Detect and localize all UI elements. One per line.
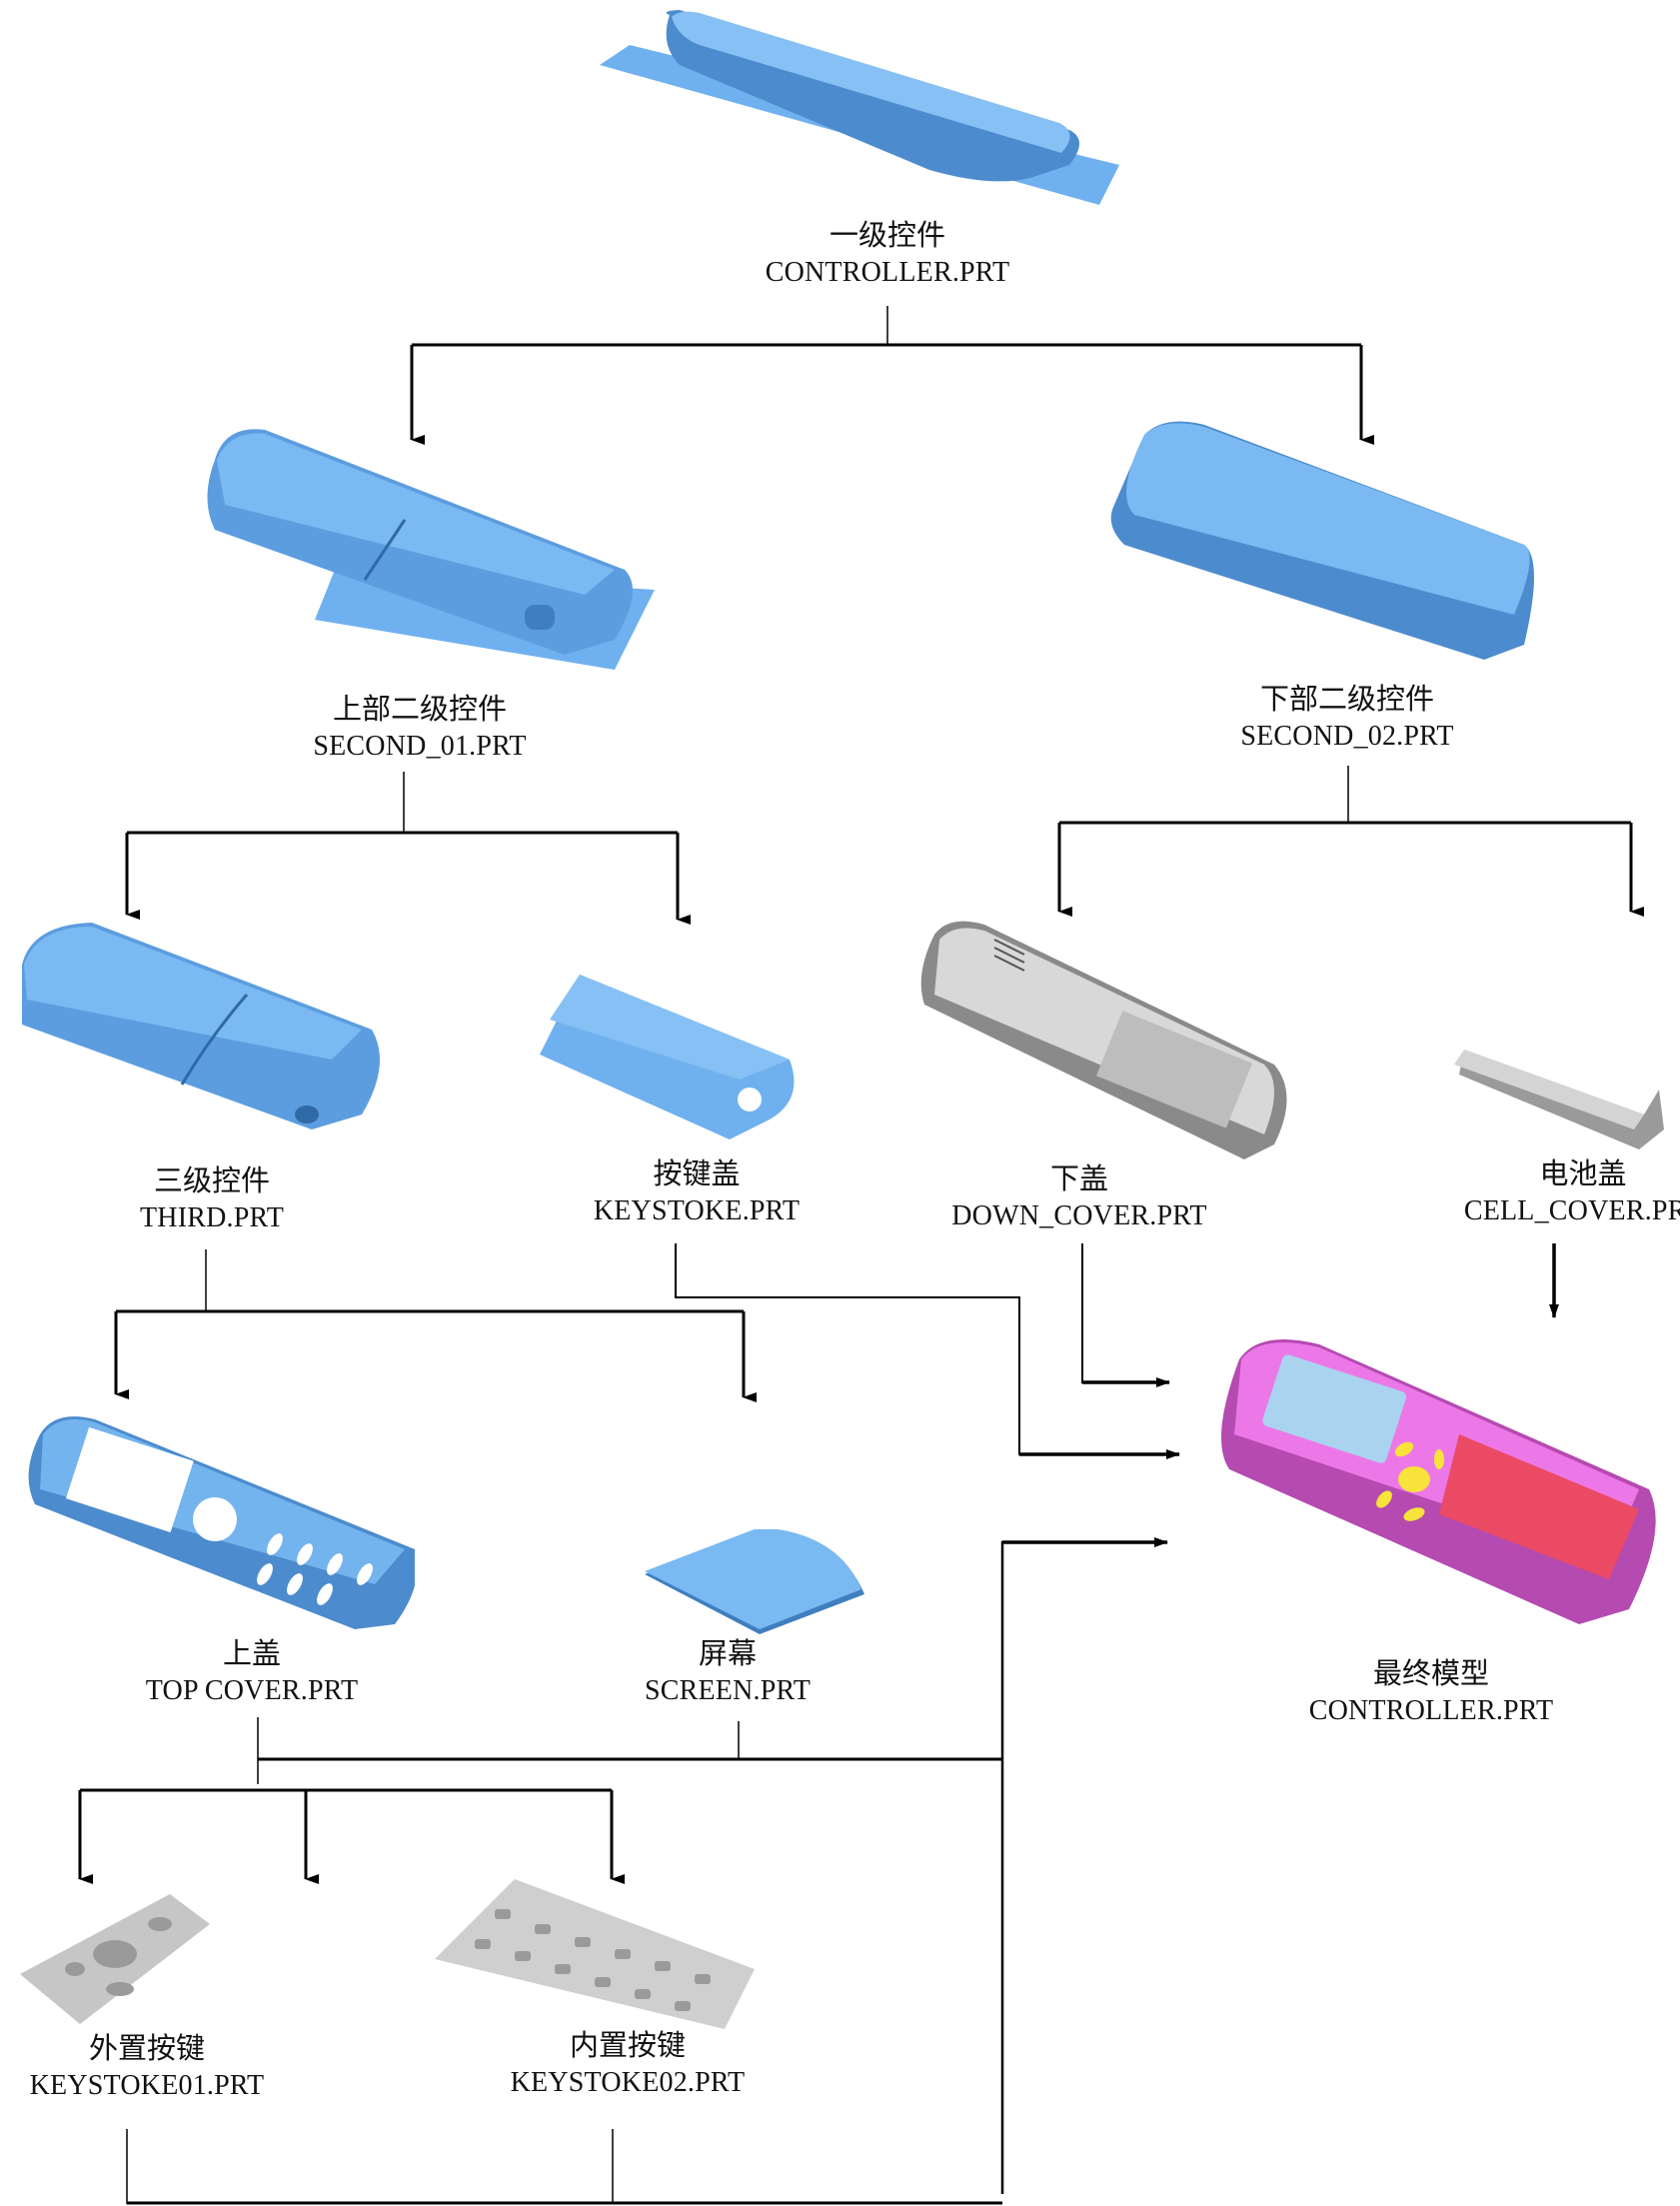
- gray-down-cover-icon: [914, 915, 1294, 1164]
- node-en-label: DOWN_COVER.PRT: [951, 1200, 1207, 1231]
- blue-screen-icon: [640, 1529, 869, 1639]
- node-label-keystoke: 按键盖 KEYSTOKE.PRT: [594, 1154, 800, 1230]
- node-cn-label: 内置按键: [569, 2028, 687, 2062]
- node-label-second-02: 下部二级控件 SECOND_02.PRT: [1240, 680, 1453, 756]
- blue-lower-skeleton-icon: [1104, 415, 1544, 665]
- node-en-label: CONTROLLER.PRT: [1308, 1695, 1554, 1726]
- edge-keystoke-to-final: [675, 1243, 1179, 1455]
- blue-upper-skeleton-icon: [195, 420, 655, 670]
- node-label-third: 三级控件 THIRD.PRT: [140, 1161, 284, 1237]
- node-en-label: CONTROLLER.PRT: [765, 257, 1010, 288]
- node-en-label: KEYSTOKE.PRT: [593, 1195, 801, 1226]
- edge-bus-riser: [1000, 1540, 1167, 2194]
- blue-skeleton-part-icon: [600, 5, 1139, 205]
- node-label-cell-cover: 电池盖 CELL_COVER.PRT: [1464, 1154, 1680, 1230]
- node-cn-label: 上部二级控件: [332, 692, 508, 726]
- node-label-screen: 屏幕 SCREEN.PRT: [645, 1634, 811, 1710]
- node-en-label: TOP COVER.PRT: [145, 1675, 359, 1706]
- node-label-keystoke01: 外置按键 KEYSTOKE01.PRT: [30, 2029, 265, 2105]
- node-en-label: SCREEN.PRT: [644, 1675, 812, 1706]
- node-en-label: KEYSTOKE02.PRT: [510, 2067, 746, 2098]
- node-cn-label: 按键盖: [653, 1156, 741, 1190]
- blue-third-skeleton-icon: [12, 915, 382, 1144]
- gray-battery-cover-icon: [1454, 1030, 1664, 1149]
- node-en-label: THIRD.PRT: [139, 1202, 285, 1233]
- node-en-label: SECOND_01.PRT: [313, 731, 527, 762]
- node-label-final: 最终模型 CONTROLLER.PRT: [1309, 1654, 1554, 1730]
- gray-outer-keys-icon: [20, 1894, 220, 2024]
- node-en-label: CELL_COVER.PRT: [1463, 1195, 1680, 1226]
- node-cn-label: 屏幕: [698, 1636, 757, 1670]
- blue-key-cover-icon: [540, 960, 810, 1149]
- node-cn-label: 三级控件: [153, 1163, 271, 1197]
- node-en-label: KEYSTOKE01.PRT: [29, 2070, 265, 2101]
- node-en-label: SECOND_02.PRT: [1240, 721, 1454, 752]
- node-cn-label: 一级控件: [829, 218, 946, 252]
- node-label-top-cover: 上盖 TOP COVER.PRT: [146, 1634, 359, 1710]
- node-label-keystoke02: 内置按键 KEYSTOKE02.PRT: [511, 2026, 746, 2102]
- node-cn-label: 上盖: [222, 1636, 281, 1670]
- gray-inner-keys-icon: [435, 1879, 755, 2029]
- node-cn-label: 下盖: [1049, 1161, 1108, 1195]
- node-cn-label: 最终模型: [1372, 1656, 1490, 1690]
- blue-top-cover-icon: [15, 1394, 415, 1634]
- node-cn-label: 电池盖: [1539, 1156, 1627, 1190]
- final-remote-control-icon: [1199, 1329, 1659, 1629]
- edge-downcover-to-final: [1081, 1243, 1169, 1383]
- node-label-second-01: 上部二级控件 SECOND_01.PRT: [313, 690, 526, 766]
- node-label-down-cover: 下盖 DOWN_COVER.PRT: [951, 1159, 1206, 1235]
- node-cn-label: 下部二级控件: [1259, 682, 1435, 716]
- node-cn-label: 外置按键: [88, 2031, 206, 2065]
- node-label-controller: 一级控件 CONTROLLER.PRT: [766, 216, 1010, 292]
